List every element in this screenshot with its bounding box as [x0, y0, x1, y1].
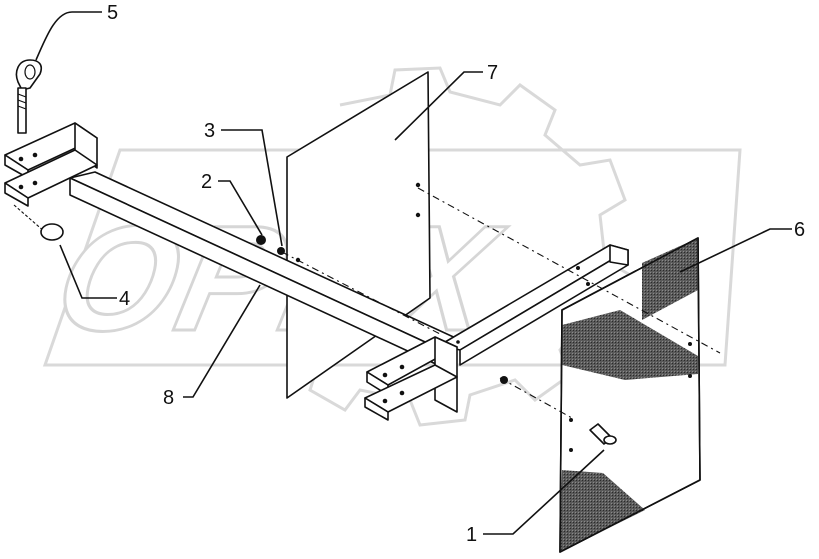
- callout-2: 2: [201, 171, 212, 193]
- linch-pin-part-5: [15, 59, 43, 134]
- leader-3: [221, 129, 283, 247]
- warning-board-part-6: [559, 237, 701, 553]
- leader-5: [35, 11, 102, 61]
- frame-beam-part-8: [4, 122, 629, 421]
- leader-8: [183, 284, 261, 398]
- callout-numbers: 1 2 3 4 5 6 7 8: [107, 2, 805, 546]
- callout-7: 7: [487, 62, 498, 84]
- leader-2: [218, 180, 263, 236]
- alignment-lines: [281, 187, 721, 419]
- callout-6: 6: [794, 219, 805, 241]
- nut-part-2: [256, 235, 266, 245]
- callout-3: 3: [204, 120, 215, 142]
- leader-4: [59, 244, 117, 299]
- nut-washer-parts: [256, 235, 508, 384]
- watermark-frame: [42, 148, 742, 367]
- callout-1: 1: [466, 524, 477, 546]
- callout-5: 5: [107, 2, 118, 24]
- leader-7: [394, 71, 483, 141]
- leader-lines: [35, 11, 792, 535]
- washer-part-3: [277, 247, 285, 255]
- callout-4: 4: [119, 288, 130, 310]
- ring-chain-part-4: [13, 204, 64, 241]
- callout-8: 8: [163, 387, 174, 409]
- leader-6: [679, 228, 792, 273]
- leader-1: [483, 449, 605, 535]
- bolt-part-1: [589, 423, 617, 445]
